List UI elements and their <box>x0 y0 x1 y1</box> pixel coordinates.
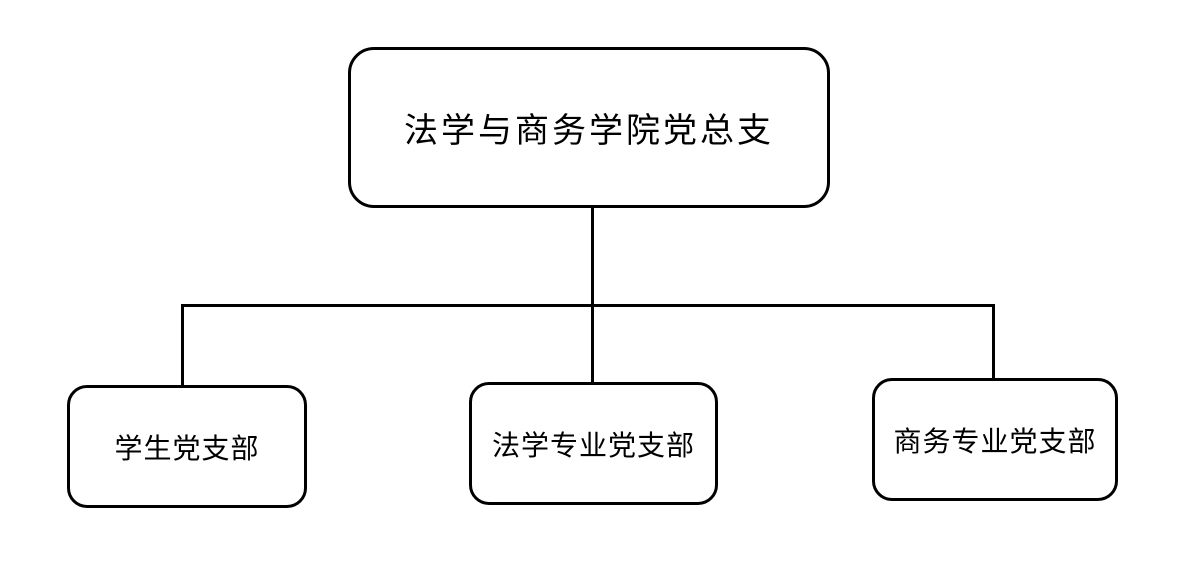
connector-drop-child-1 <box>181 304 184 388</box>
child-node-business-major: 商务专业党支部 <box>872 378 1118 501</box>
root-node: 法学与商务学院党总支 <box>348 47 830 208</box>
child-node-label: 学生党支部 <box>114 433 260 465</box>
child-node-law-major: 法学专业党支部 <box>469 382 718 505</box>
connector-root-stem <box>591 206 594 307</box>
child-node-students: 学生党支部 <box>67 385 307 508</box>
connector-drop-child-3 <box>992 304 995 381</box>
child-node-label: 法学专业党支部 <box>491 430 695 462</box>
child-node-label: 商务专业党支部 <box>893 426 1097 458</box>
connector-drop-child-2 <box>591 304 594 385</box>
root-node-label: 法学与商务学院党总支 <box>404 113 774 150</box>
connector-horizontal-rail <box>181 304 995 307</box>
